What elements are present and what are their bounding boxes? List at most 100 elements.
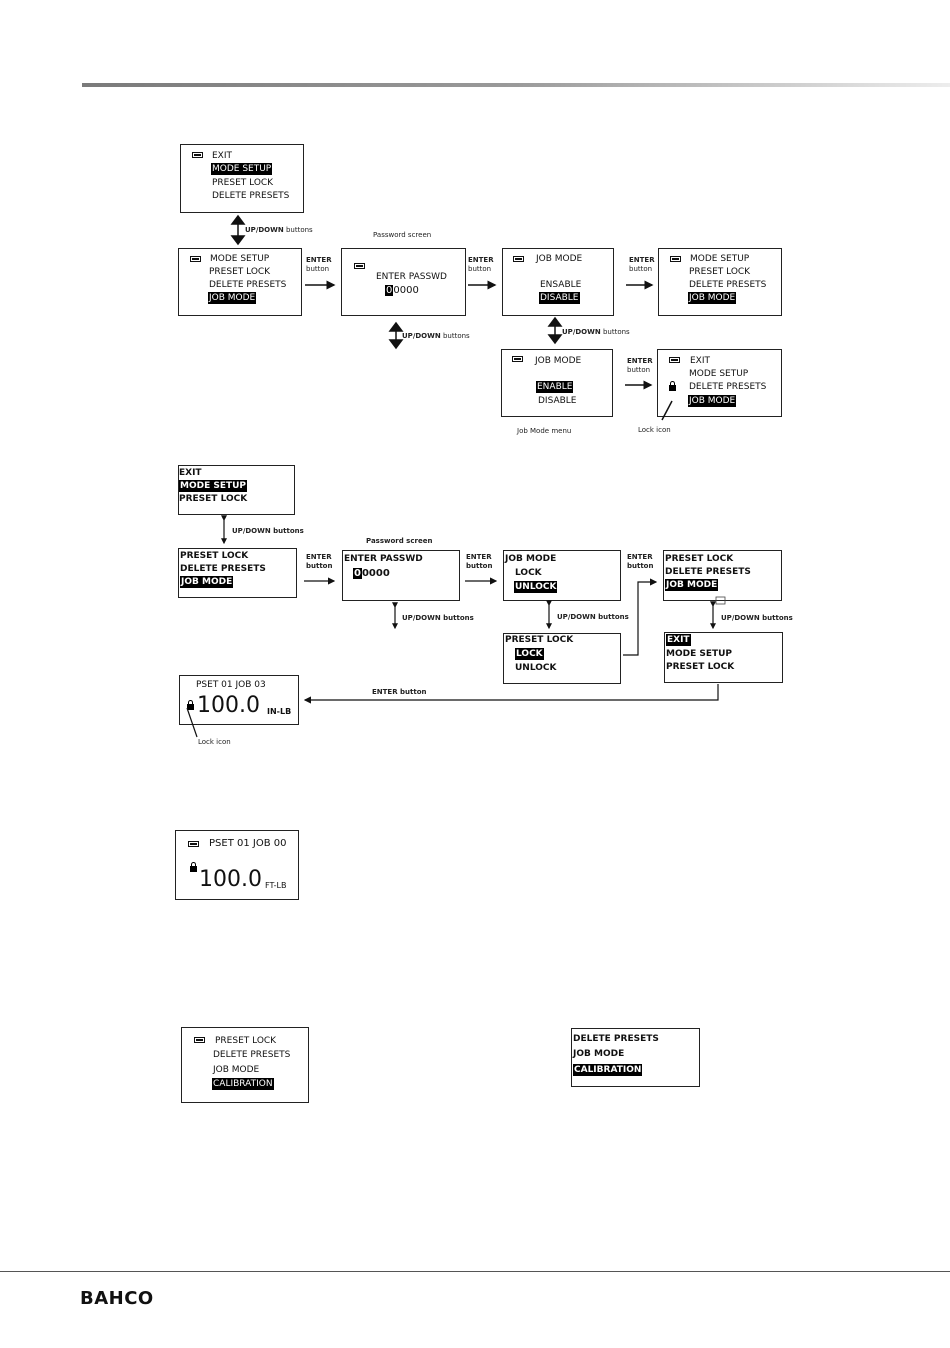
- menu-line-selected: JOB MODE: [208, 292, 257, 304]
- menu-line: PRESET LOCK: [665, 554, 734, 564]
- menu-line: JOB MODE: [573, 1049, 625, 1059]
- d1-menu-screen-4: EXIT MODE SETUP DELETE PRESETS JOB MODE: [657, 349, 782, 417]
- lock-icon-caption: Lock icon: [198, 738, 231, 746]
- battery-icon: [194, 1037, 205, 1043]
- menu-line: DELETE PRESETS: [180, 564, 266, 574]
- battery-icon: [669, 357, 680, 363]
- d2-menu-screen-1: EXIT MODE SETUP PRESET LOCK: [178, 465, 295, 515]
- lock-pointer: [661, 400, 673, 421]
- menu-line: DELETE PRESETS: [689, 280, 767, 290]
- run-screen-header: PSET 01 JOB 03: [196, 680, 266, 690]
- updown-label: UP/DOWN buttons: [402, 614, 474, 622]
- menu-line-selected: JOB MODE: [665, 579, 719, 591]
- menu-line: PRESET LOCK: [209, 267, 271, 277]
- updown-label: UP/DOWN buttons: [402, 332, 470, 340]
- d1-jobmode-screen-1: JOB MODE ENSABLE DISABLE: [502, 248, 614, 316]
- lock-icon: [187, 700, 194, 710]
- menu-line-selected: EXIT: [666, 634, 691, 646]
- run-screen-ft-lb: PSET 01 JOB 00 100.0 FT-LB: [175, 830, 299, 900]
- menu-title: JOB MODE: [505, 554, 557, 564]
- calibration-menu-screen-1: PRESET LOCK DELETE PRESETS JOB MODE CALI…: [181, 1027, 309, 1103]
- password-cursor: 0: [353, 568, 362, 579]
- torque-value: 100.0: [199, 867, 262, 892]
- d2-menu-screen-3: PRESET LOCK DELETE PRESETS JOB MODE: [663, 550, 782, 601]
- battery-icon: [513, 256, 524, 262]
- menu-line: LOCK: [515, 568, 542, 578]
- menu-line-selected: JOB MODE: [688, 292, 737, 304]
- menu-line: DELETE PRESETS: [665, 567, 751, 577]
- d1-menu-screen-2: MODE SETUP PRESET LOCK DELETE PRESETS JO…: [178, 248, 302, 316]
- menu-line: ENSABLE: [540, 280, 582, 290]
- battery-icon: [188, 841, 199, 847]
- menu-line: PRESET LOCK: [179, 494, 248, 504]
- enter-arrow: [303, 684, 719, 704]
- footer-rule: [0, 1271, 950, 1272]
- battery-icon: [512, 356, 523, 362]
- menu-line: EXIT: [179, 468, 202, 478]
- lock-icon: [669, 381, 676, 391]
- menu-line-selected: ENABLE: [536, 381, 574, 393]
- d2-preset-lock-screen: PRESET LOCK LOCK UNLOCK: [503, 633, 621, 684]
- password-digits: 00000: [385, 285, 419, 296]
- menu-title: JOB MODE: [536, 254, 583, 264]
- updown-label: UP/DOWN buttons: [245, 226, 313, 234]
- updown-label: UP/DOWN buttons: [232, 527, 304, 535]
- battery-icon: [190, 256, 201, 262]
- menu-line: MODE SETUP: [690, 254, 750, 264]
- menu-line: UNLOCK: [515, 663, 557, 673]
- torque-unit: FT-LB: [265, 881, 287, 890]
- lock-indicator-box: [715, 596, 726, 605]
- menu-line: PRESET LOCK: [689, 267, 751, 277]
- password-prompt: ENTER PASSWD: [344, 554, 423, 564]
- d1-menu-screen-3: MODE SETUP PRESET LOCK DELETE PRESETS JO…: [658, 248, 782, 316]
- job-mode-menu-caption: Job Mode menu: [517, 427, 572, 435]
- menu-line-selected: JOB MODE: [688, 395, 737, 407]
- torque-unit: IN-LB: [267, 707, 292, 716]
- d2-jobmode-screen: JOB MODE LOCK UNLOCK: [503, 550, 621, 601]
- menu-line-selected: CALIBRATION: [573, 1064, 643, 1076]
- d1-password-screen: ENTER PASSWD 00000: [341, 248, 466, 316]
- menu-line: MODE SETUP: [666, 649, 733, 659]
- menu-title: PRESET LOCK: [505, 635, 574, 645]
- updown-arrow: [547, 316, 563, 345]
- run-screen-header: PSET 01 JOB 00: [209, 838, 287, 849]
- password-digits: 00000: [353, 568, 390, 579]
- menu-line-selected: DISABLE: [539, 292, 580, 304]
- enter-arrow: [623, 578, 658, 656]
- updown-label: UP/DOWN buttons: [557, 613, 629, 621]
- brand-logo: BAHCO: [80, 1288, 154, 1309]
- lock-icon: [190, 862, 197, 872]
- calibration-menu-screen-2: DELETE PRESETS JOB MODE CALIBRATION: [571, 1028, 700, 1087]
- battery-icon: [670, 256, 681, 262]
- menu-line: DELETE PRESETS: [212, 191, 290, 201]
- menu-line: MODE SETUP: [210, 254, 270, 264]
- menu-line: DISABLE: [538, 396, 577, 406]
- menu-line: EXIT: [690, 356, 711, 366]
- menu-line: JOB MODE: [213, 1065, 260, 1075]
- menu-line: PRESET LOCK: [666, 662, 735, 672]
- header-rule: [82, 83, 950, 87]
- password-screen-caption: Password screen: [366, 537, 433, 545]
- d2-password-screen: ENTER PASSWD 00000: [342, 550, 460, 601]
- menu-title: JOB MODE: [535, 356, 582, 366]
- updown-arrow: [230, 214, 246, 246]
- d2-menu-screen-2: PRESET LOCK DELETE PRESETS JOB MODE: [178, 548, 297, 598]
- menu-line-selected: LOCK: [515, 648, 544, 660]
- menu-line-selected: UNLOCK: [514, 581, 558, 593]
- menu-line-selected: JOB MODE: [180, 576, 234, 588]
- enter-button-label: ENTER button: [372, 688, 427, 696]
- lock-pointer: [186, 707, 198, 738]
- updown-label: UP/DOWN buttons: [562, 328, 630, 336]
- menu-line: PRESET LOCK: [215, 1036, 277, 1046]
- menu-line: MODE SETUP: [689, 369, 749, 379]
- d1-jobmode-screen-2: JOB MODE ENABLE DISABLE: [501, 349, 613, 417]
- menu-line: DELETE PRESETS: [689, 382, 767, 392]
- d2-menu-screen-4: EXIT MODE SETUP PRESET LOCK: [664, 632, 783, 683]
